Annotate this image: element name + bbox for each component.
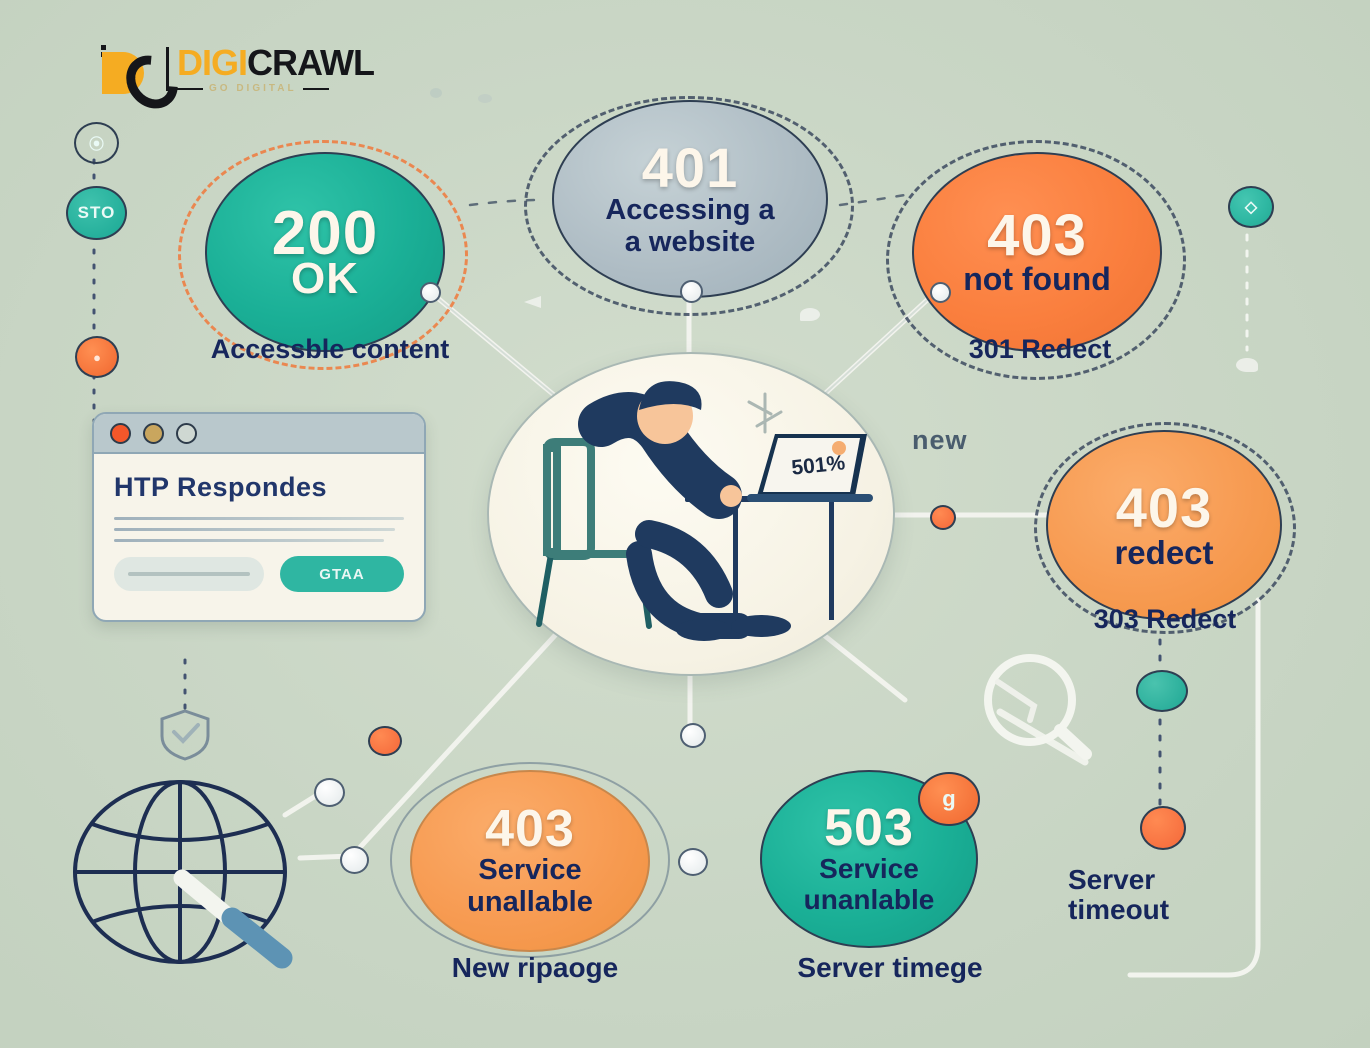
connector-node-7 — [680, 723, 706, 748]
logo-text-digi: DIGI — [177, 41, 248, 83]
decor-blob-3 — [800, 308, 820, 321]
bubble-401[interactable]: 401 Accessing a a website — [552, 100, 828, 298]
connector-node-8 — [678, 848, 708, 876]
bubble-200-sub: OK — [291, 253, 359, 303]
orange-dot-icon: ● — [75, 336, 119, 378]
caption-server-timeout-line2: timeout — [1068, 894, 1170, 925]
bubble-503-sub-line1: Service — [819, 853, 919, 885]
browser-window-card[interactable]: HTP Respondes GTAA — [92, 412, 426, 622]
connector-node-6 — [340, 846, 369, 874]
bubble-403s-sub-line2: unallable — [467, 885, 593, 918]
logo-tagline-text: GO DIGITAL — [209, 82, 297, 94]
bubble-200-code: 200 — [271, 198, 379, 268]
connector-node-4 — [368, 726, 402, 756]
browser-titlebar — [94, 414, 424, 454]
brand-logo[interactable]: DIGI CRAWL GO DIGITAL — [96, 41, 375, 119]
ring-200 — [178, 140, 468, 370]
person-at-desk-with-laptop-icon: 501% — [536, 381, 873, 641]
digicrawl-logo-icon — [96, 44, 189, 119]
logo-text-crawl: CRAWL — [247, 41, 375, 83]
bubble-503-code: 503 — [824, 798, 914, 857]
center-illustration: 501% — [487, 352, 895, 676]
bubble-403s-sub-line1: Service — [478, 854, 582, 887]
connector-node-2 — [680, 280, 703, 303]
bubble-403-not-found[interactable]: 403 not found — [912, 152, 1162, 352]
svg-text:501%: 501% — [790, 451, 846, 480]
caption-403-redirect: 303 Redect — [1093, 604, 1237, 634]
connector-node-new — [930, 505, 956, 530]
decor-blob-1 — [430, 88, 442, 98]
browser-text-lines — [114, 517, 404, 542]
bubble-200-ok[interactable]: 200 OK — [205, 152, 445, 352]
shield-check-icon — [158, 708, 212, 762]
globe-search-icon — [60, 700, 360, 990]
bubble-403-redirect[interactable]: 403 redect — [1046, 430, 1282, 620]
magnifier-icon — [974, 650, 1104, 780]
left-status-badge: STO — [66, 186, 127, 240]
ring-401 — [524, 96, 854, 316]
caption-403-notfound: 301 Redect — [968, 334, 1112, 364]
decor-blob-4 — [1236, 358, 1258, 372]
bubble-401-sub-line1: Accessing a — [605, 194, 775, 227]
ring-403-service — [390, 762, 670, 958]
connector-node-3 — [930, 282, 951, 303]
decor-blob-2 — [478, 94, 492, 103]
bubble-401-sub-line2: a website — [624, 225, 756, 258]
browser-title: HTP Respondes — [114, 472, 328, 502]
logo-tagline: GO DIGITAL — [177, 82, 374, 94]
bubble-403r-sub: redect — [1114, 533, 1214, 571]
caption-503-service: Server timege — [797, 952, 983, 983]
bubble-403nf-code: 403 — [987, 203, 1087, 269]
ring-403-notfound — [886, 140, 1186, 380]
maximize-dot-icon[interactable] — [176, 422, 197, 444]
bubble-503-sub-line2: unanlable — [803, 883, 935, 915]
bubble-403nf-sub: not found — [963, 261, 1111, 298]
connector-node-5 — [314, 778, 345, 807]
bubble-403-service[interactable]: 403 Service unallable — [410, 770, 650, 952]
teal-dot-icon — [1136, 670, 1188, 712]
logo-divider — [166, 47, 169, 91]
close-dot-icon[interactable] — [110, 422, 131, 444]
ring-403-redirect — [1034, 422, 1296, 634]
orange-dot-icon-right — [1140, 806, 1186, 850]
minimize-dot-icon[interactable] — [143, 422, 164, 444]
connector-node-1 — [420, 282, 441, 303]
bubble-403s-code: 403 — [485, 799, 575, 858]
bubble-503-badge: g — [918, 772, 980, 826]
left-status-badge-text: STO — [77, 203, 116, 222]
droplet-icon: ⦿ — [74, 122, 119, 164]
caption-403-service: New ripaoge — [451, 952, 619, 983]
bubble-401-code: 401 — [641, 135, 739, 199]
new-label: new — [912, 425, 968, 455]
caption-200: Accessble content — [210, 334, 450, 364]
browser-cta-button[interactable]: GTAA — [280, 556, 404, 592]
bubble-403r-code: 403 — [1115, 475, 1213, 539]
browser-input-placeholder-bar[interactable] — [114, 557, 264, 591]
gem-icon: ◇ — [1228, 186, 1274, 228]
caption-server-timeout-line1: Server — [1068, 864, 1156, 895]
